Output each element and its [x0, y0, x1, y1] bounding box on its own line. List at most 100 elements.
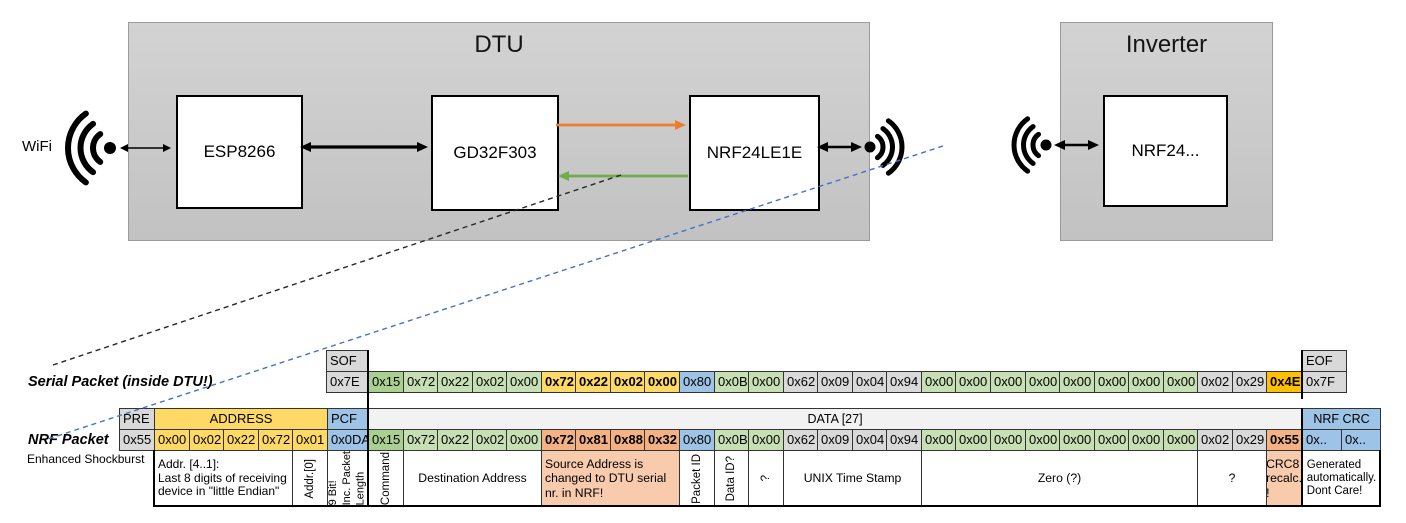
- dtu-group-box: DTU ESP8266 GD32F303 NRF24LE1E: [128, 22, 870, 241]
- serial-byte-cell: 0x00: [990, 371, 1026, 393]
- serial-byte-cell: 0x72: [541, 371, 576, 393]
- annotation-data-cell-text: Data ID?: [725, 455, 738, 502]
- pre-value-cell: 0x55: [119, 429, 155, 451]
- wifi-icon-inverter-arc: [1030, 131, 1042, 159]
- dtu-title: DTU: [474, 31, 524, 58]
- chip-nrf24-inverter: NRF24...: [1103, 95, 1228, 207]
- annotation-data-cell: ?: [1197, 450, 1267, 507]
- sof-value-cell: 0x7E: [326, 371, 369, 393]
- inverter-group-box: Inverter NRF24...: [1060, 22, 1273, 241]
- nrf-byte-cell: 0x00: [955, 429, 991, 451]
- serial-byte-cell: 0x0B: [714, 371, 749, 393]
- nrf-crc-header-cell: NRF CRC: [1302, 408, 1381, 430]
- serial-byte-cell: 0x00: [1025, 371, 1060, 393]
- nrf-byte-cell: 0x00: [1025, 429, 1060, 451]
- annotation-data-cell: CRC8 recalc. !: [1266, 450, 1302, 507]
- serial-byte-cell: 0x00: [1163, 371, 1198, 393]
- sof-header-cell: SOF: [326, 350, 369, 372]
- address-header-cell: ADDRESS: [154, 408, 328, 430]
- nrf-byte-cell: 0x72: [403, 429, 438, 451]
- nrf-byte-cell: 0x80: [679, 429, 715, 451]
- wifi-icon-inverter: [1011, 116, 1052, 174]
- serial-byte-cell: 0x80: [679, 371, 715, 393]
- serial-byte-cell: 0x72: [403, 371, 438, 393]
- wifi-icon-left: [65, 110, 116, 186]
- annotation-address-4-1: Addr. [4..1]: Last 8 digits of receiving…: [154, 450, 293, 507]
- serial-byte-cell: 0x4E: [1266, 371, 1302, 393]
- serial-packet-label: Serial Packet (inside DTU!): [28, 374, 213, 390]
- serial-byte-cell: 0x00: [1059, 371, 1095, 393]
- nrf-byte-cell: 0x00: [1059, 429, 1095, 451]
- wifi-icon-inverter-arc: [1021, 124, 1036, 166]
- enhanced-shockburst-label: Enhanced Shockburst: [27, 452, 145, 466]
- chip-esp8266: ESP8266: [176, 95, 303, 209]
- nrf-byte-cell: 0x00: [506, 429, 542, 451]
- annotation-data-cell: Destination Address: [403, 450, 542, 507]
- address-byte-cell: 0x01: [292, 429, 328, 451]
- nrf-byte-cell: 0x22: [437, 429, 473, 451]
- nrf-byte-cell: 0x32: [644, 429, 680, 451]
- nrf-byte-cell: 0x94: [886, 429, 922, 451]
- annotation-data-cell-text: ?: [759, 475, 772, 482]
- serial-byte-cell: 0x02: [610, 371, 645, 393]
- annotation-address-0: Addr.[0]: [292, 450, 328, 507]
- nrf-byte-cell: 0x55: [1266, 429, 1302, 451]
- wifi-label: WiFi: [22, 138, 52, 155]
- annotation-data-cell: Data ID?: [714, 450, 749, 507]
- serial-byte-cell: 0x62: [783, 371, 818, 393]
- pre-header-cell: PRE: [119, 408, 155, 430]
- nrf-byte-cell: 0x04: [852, 429, 887, 451]
- nrf-byte-cell: 0x00: [1163, 429, 1198, 451]
- serial-byte-cell: 0x22: [437, 371, 473, 393]
- nrf-byte-cell: 0x00: [990, 429, 1026, 451]
- nrf-byte-cell: 0x72: [541, 429, 576, 451]
- wifi-icon-inverter-dot: [1040, 139, 1052, 151]
- pcf-header-cell: PCF: [327, 408, 369, 430]
- annotation-data-cell: UNIX Time Stamp: [783, 450, 922, 507]
- nrf-crc-value-cell: 0x..: [1341, 429, 1381, 451]
- nrf-byte-cell: 0x02: [1197, 429, 1233, 451]
- address-byte-cell: 0x22: [223, 429, 259, 451]
- nrf-byte-cell: 0x00: [921, 429, 956, 451]
- chip-gd32f303: GD32F303: [431, 95, 559, 211]
- annotation-data-cell: ?: [748, 450, 784, 507]
- address-byte-cell: 0x00: [154, 429, 190, 451]
- wifi-icon-left-arc: [77, 120, 97, 176]
- nrf-byte-cell: 0x00: [1094, 429, 1129, 451]
- serial-byte-cell: 0x02: [1197, 371, 1233, 393]
- annotation-data-cell: Command: [368, 450, 404, 507]
- annotation-address-0-text: Addr.[0]: [303, 458, 316, 499]
- nrf-byte-cell: 0x29: [1232, 429, 1267, 451]
- address-byte-cell: 0x72: [258, 429, 293, 451]
- annotation-pcf: 9 Bit! Inc. Packet Length: [327, 450, 369, 507]
- serial-byte-cell: 0x22: [575, 371, 611, 393]
- serial-byte-cell: 0x29: [1232, 371, 1267, 393]
- annotation-pcf-text: 9 Bit! Inc. Packet Length: [327, 451, 367, 506]
- wifi-icon-dtu-right-arc: [885, 118, 905, 176]
- nrf-byte-cell: 0x00: [748, 429, 784, 451]
- wifi-icon-left-arc: [65, 110, 89, 186]
- nrf-byte-cell: 0x09: [817, 429, 853, 451]
- address-byte-cell: 0x02: [189, 429, 224, 451]
- nrf-byte-cell: 0x00: [1128, 429, 1164, 451]
- serial-byte-cell: 0x00: [506, 371, 542, 393]
- wifi-icon-inverter-arc: [1011, 116, 1031, 174]
- nrf-byte-cell: 0x62: [783, 429, 818, 451]
- pcf-value-cell: 0x0DA: [327, 429, 369, 451]
- serial-byte-cell: 0x00: [955, 371, 991, 393]
- nrf-byte-cell: 0x81: [575, 429, 611, 451]
- annotation-data-cell: Packet ID: [679, 450, 715, 507]
- annotation-data-cell-text: Packet ID: [690, 453, 703, 504]
- wifi-icon-dtu-right-arc: [880, 126, 895, 168]
- serial-byte-cell: 0x00: [1128, 371, 1164, 393]
- inverter-title: Inverter: [1125, 31, 1208, 58]
- serial-byte-cell: 0x00: [748, 371, 784, 393]
- serial-byte-cell: 0x94: [886, 371, 922, 393]
- nrf-byte-cell: 0x88: [610, 429, 645, 451]
- nrf-byte-cell: 0x15: [368, 429, 404, 451]
- wifi-icon-dtu-right: [864, 118, 905, 176]
- serial-byte-cell: 0x00: [921, 371, 956, 393]
- serial-byte-cell: 0x00: [1094, 371, 1129, 393]
- nrf-byte-cell: 0x02: [472, 429, 507, 451]
- annotation-data-cell-text: Command: [379, 451, 392, 506]
